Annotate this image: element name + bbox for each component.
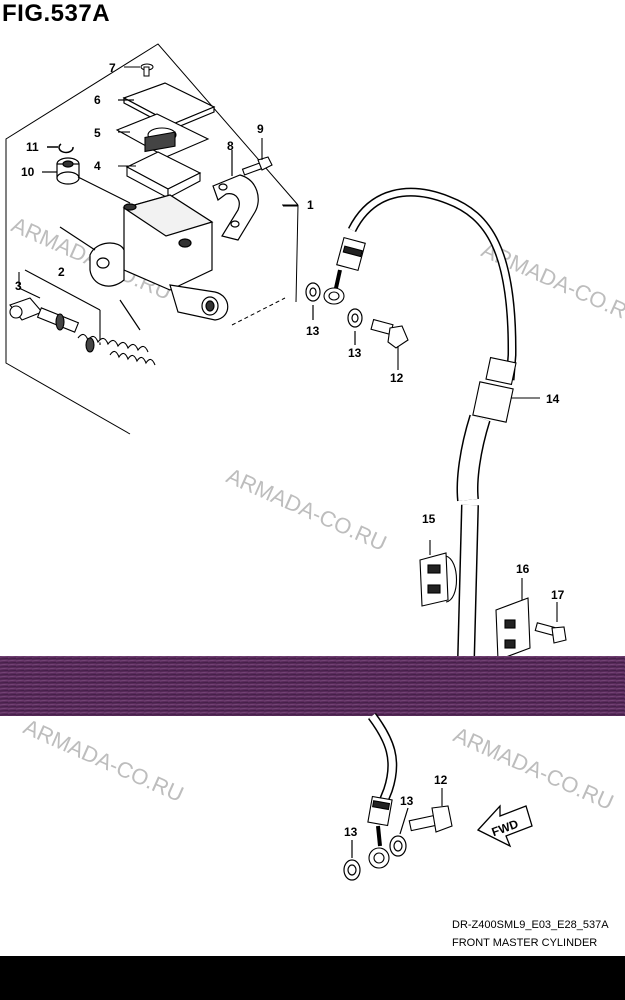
callout-6: 6: [94, 93, 101, 107]
callout-1: 1: [307, 198, 314, 212]
callout-3: 3: [15, 279, 22, 293]
callout-13-bottom-a: 13: [400, 794, 414, 808]
assembly-outline: [5, 43, 299, 435]
callout-numbers: 1 2 3 4 5 6 7 8 9 10 11 12 13 13 14 15 1…: [15, 61, 565, 839]
forward-arrow-icon: FWD: [476, 804, 533, 848]
callout-12-top: 12: [390, 371, 404, 385]
bottom-bar: [0, 956, 625, 1000]
figure-code: DR-Z400SML9_E03_E28_537A: [452, 919, 609, 931]
callout-14: 14: [546, 392, 560, 406]
handlebar-clamp: [212, 150, 259, 241]
figure-name: FRONT MASTER CYLINDER: [452, 937, 598, 949]
callout-13-bottom-b: 13: [344, 825, 358, 839]
cap-screw: [124, 63, 154, 77]
crush-washer: [305, 282, 363, 345]
clamp-bolt: [534, 602, 567, 644]
callout-10: 10: [21, 165, 35, 179]
callout-9: 9: [257, 122, 264, 136]
hose-fitting-lower: [367, 795, 393, 869]
callout-7: 7: [109, 61, 116, 75]
callout-13-top-b: 13: [348, 346, 362, 360]
scan-band: [0, 656, 625, 716]
callout-11: 11: [26, 140, 39, 154]
banjo-bolt: [408, 788, 453, 833]
callout-16: 16: [516, 562, 530, 576]
brake-hose-lower: [367, 713, 398, 802]
hose-fitting: [323, 236, 540, 423]
callout-2: 2: [58, 265, 65, 279]
hose-guide: [419, 540, 457, 607]
callout-13-top-a: 13: [306, 324, 320, 338]
clamp-bolt: [241, 138, 273, 176]
figure-title: FIG.537A: [2, 0, 111, 27]
callout-15: 15: [422, 512, 436, 526]
callout-8: 8: [227, 139, 234, 153]
hose-clamp: [495, 578, 531, 661]
crush-washer: [343, 807, 409, 881]
snap-ring: [47, 143, 74, 154]
piston-kit: [9, 269, 156, 366]
callout-4: 4: [94, 159, 101, 173]
callout-17: 17: [551, 588, 565, 602]
dust-boot: [42, 157, 131, 204]
brake-hose: [347, 187, 517, 661]
callout-12-bottom: 12: [434, 773, 448, 787]
master-cylinder-body: [59, 194, 229, 331]
banjo-bolt: [370, 318, 409, 370]
callout-5: 5: [94, 126, 101, 140]
